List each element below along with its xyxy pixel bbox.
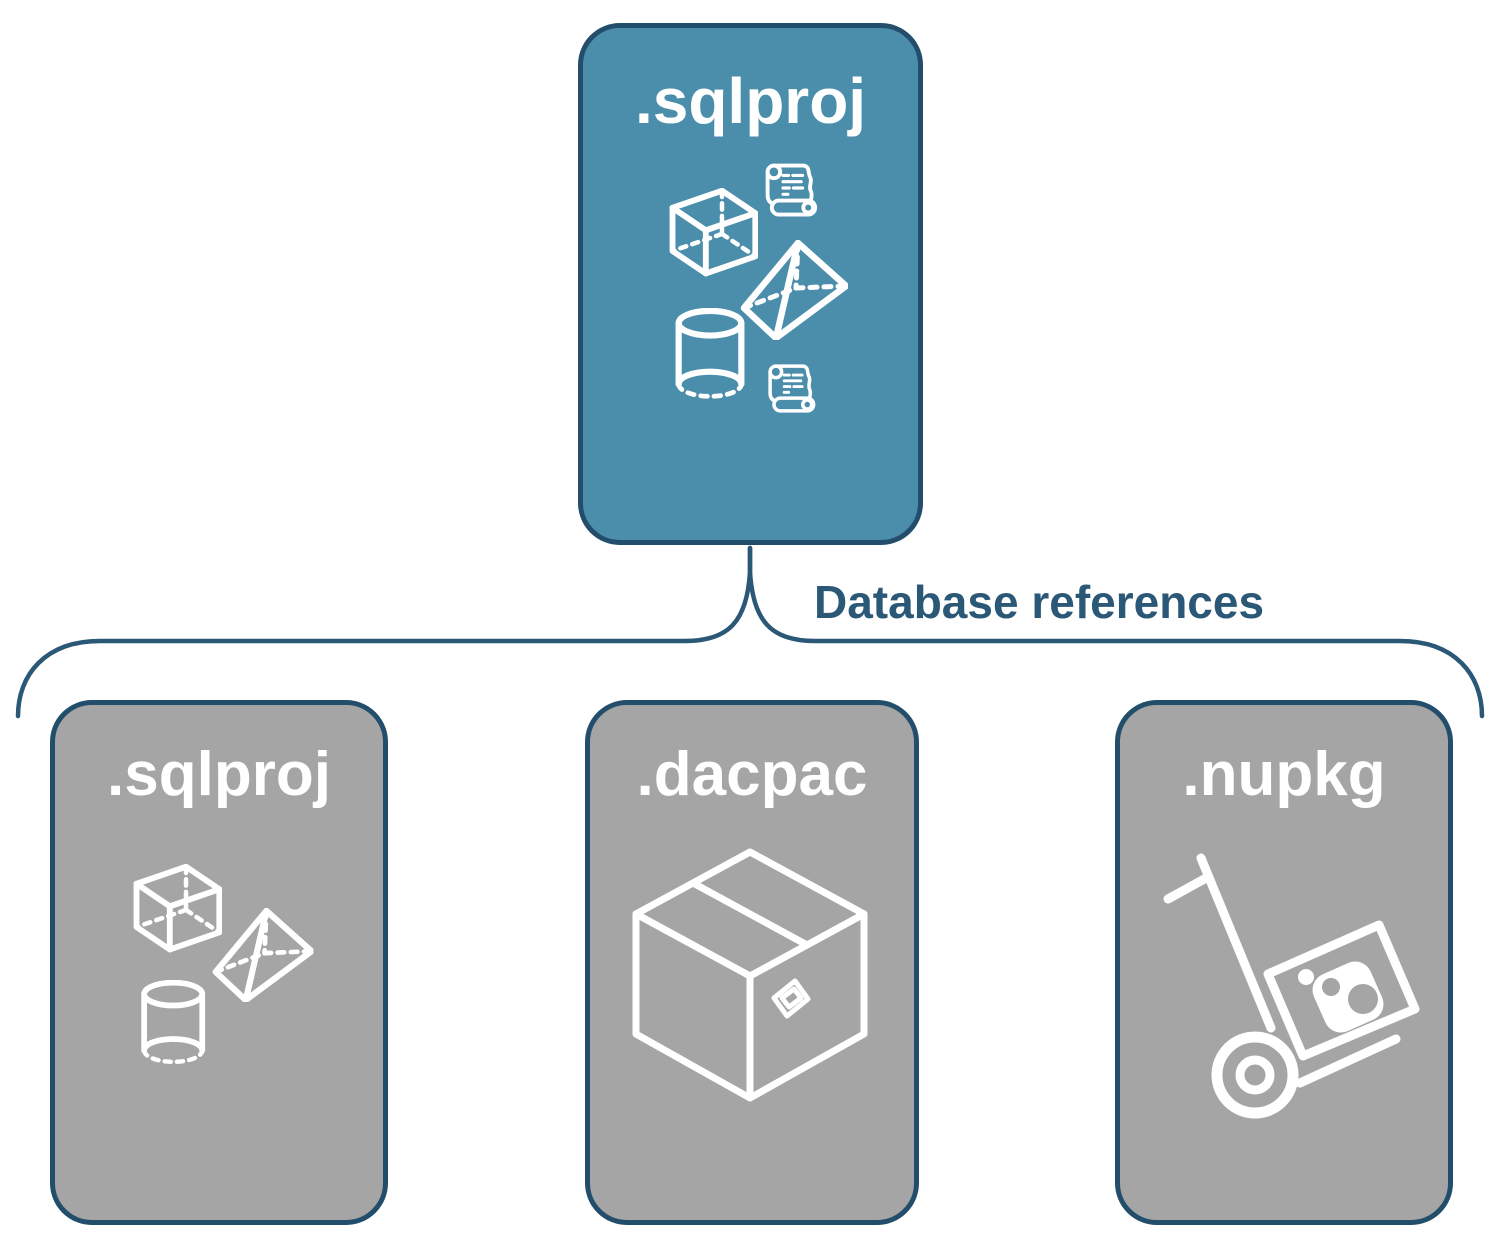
child-node-label: .nupkg xyxy=(1182,740,1386,809)
brace-connector xyxy=(15,545,1485,719)
connector-label: Database references xyxy=(814,576,1265,628)
node-nupkg-child: .nupkg xyxy=(1115,700,1453,1225)
parent-node-label: .sqlproj xyxy=(634,65,867,137)
brace-right-arm xyxy=(747,545,1485,719)
child-node-label: .dacpac xyxy=(636,740,868,809)
child-node-label: .sqlproj xyxy=(107,740,331,809)
node-sqlproj-child: .sqlproj xyxy=(50,700,388,1225)
brace-left-arm xyxy=(15,545,753,719)
node-sqlproj-parent: .sqlproj xyxy=(578,23,923,545)
node-dacpac-child: .dacpac xyxy=(585,700,919,1225)
